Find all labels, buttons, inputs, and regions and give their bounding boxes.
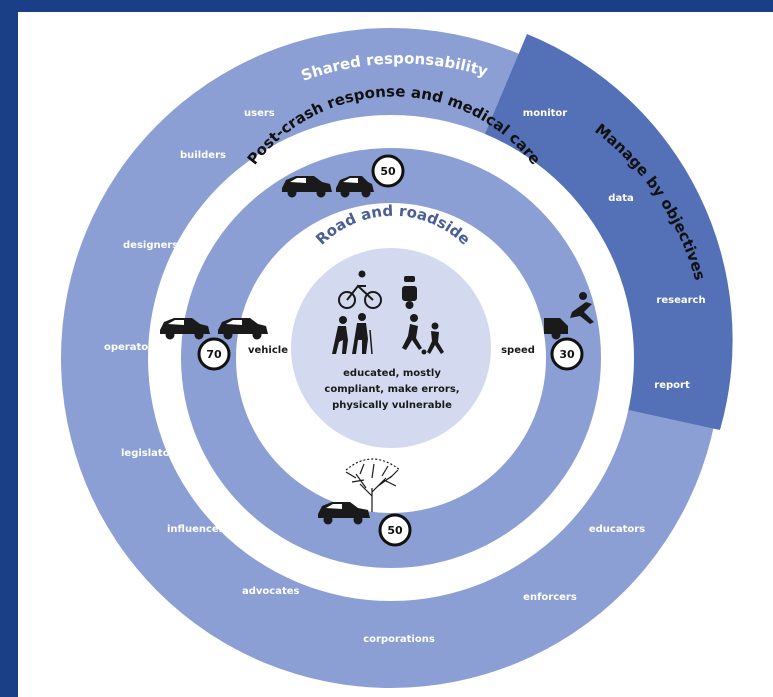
svg-text:50: 50: [387, 524, 403, 537]
outer-item-designers: designers: [123, 240, 178, 251]
car-icon: [218, 318, 268, 340]
manage-item-monitor: monitor: [523, 108, 567, 119]
manage-item-data: data: [608, 193, 633, 204]
outer-item-influencers: influencers: [167, 524, 230, 535]
children-running-icon: [402, 314, 444, 355]
center-text-line-1: educated, mostly: [343, 368, 441, 379]
outer-item-builders: builders: [180, 150, 226, 161]
outer-item-legislators: legislators: [121, 448, 181, 459]
cyclist-icon: [338, 270, 382, 309]
svg-text:30: 30: [559, 348, 575, 361]
tree-icon: [345, 458, 401, 512]
center-circle: [291, 248, 491, 448]
manage-item-research: research: [656, 295, 705, 306]
car-icon: [160, 318, 210, 340]
car-icon: [282, 176, 332, 198]
outer-item-educators: educators: [589, 524, 645, 535]
outer-item-corporations: corporations: [363, 634, 435, 645]
manage-item-report: report: [654, 380, 690, 391]
svg-text:50: 50: [380, 165, 396, 178]
center-text-line-2: compliant, make errors,: [324, 384, 459, 395]
speed-label: speed: [501, 345, 535, 356]
center-text-line-3: physically vulnerable: [332, 400, 452, 411]
outer-item-advocates: advocates: [242, 586, 300, 597]
car-icon: [336, 176, 374, 198]
outer-item-users: users: [244, 108, 275, 119]
outer-item-operators: operators: [104, 342, 159, 353]
speed-sign-30: 30: [550, 337, 584, 371]
scooter-icon: [402, 276, 417, 309]
speed-sign-50-bottom: 50: [378, 513, 412, 547]
car-pedestrian-collision-icon: [544, 292, 594, 340]
elderly-pedestrians-icon: [332, 313, 373, 355]
vehicle-label: vehicle: [248, 345, 288, 356]
svg-text:70: 70: [206, 348, 222, 361]
car-icon: [318, 502, 370, 525]
outer-item-enforcers: enforcers: [523, 592, 577, 603]
speed-sign-70: 70: [197, 337, 231, 371]
speed-sign-50-top: 50: [371, 154, 405, 188]
